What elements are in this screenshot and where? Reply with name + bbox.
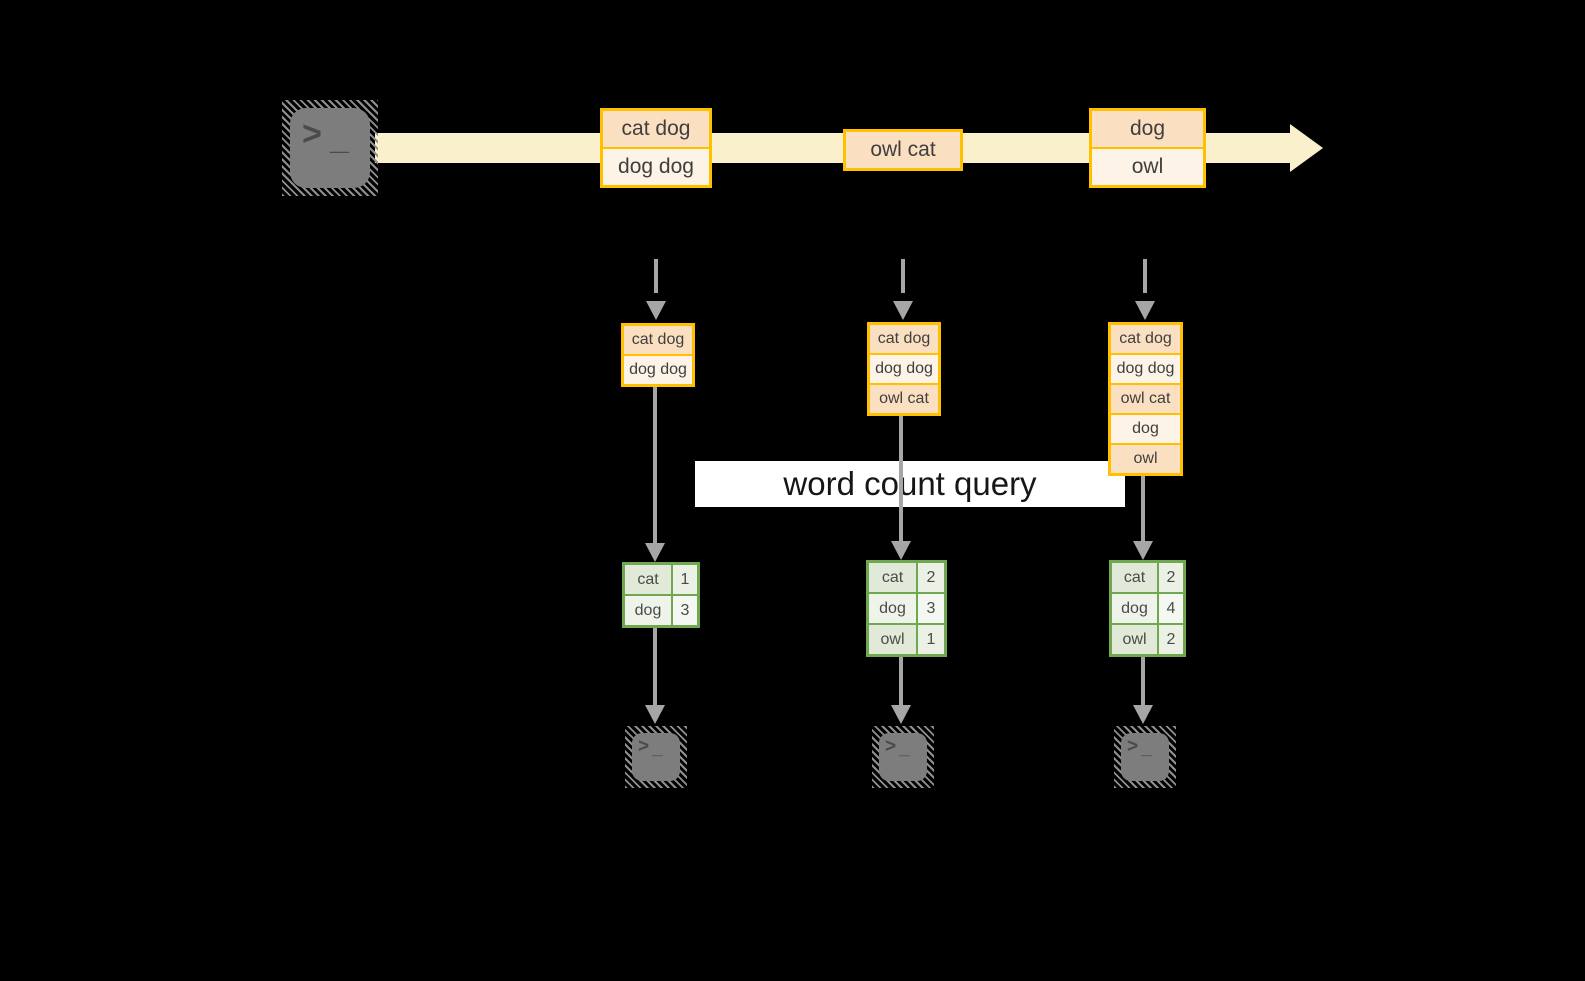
sink-arrowhead-3 xyxy=(1133,705,1153,724)
batch-row: dog xyxy=(1092,111,1203,147)
query-label: word count query xyxy=(695,461,1125,507)
query-arrowhead-1 xyxy=(645,543,665,562)
result-word-cell: dog xyxy=(1112,594,1157,623)
result-count-cell: 3 xyxy=(918,594,944,623)
terminal-output-icon-2: > _ xyxy=(872,726,934,788)
sink-arrow-2 xyxy=(899,657,903,706)
result-count-cell: 1 xyxy=(673,565,697,594)
cursor-glyph: _ xyxy=(1141,738,1152,759)
sink-arrowhead-1 xyxy=(645,705,665,724)
query-arrowhead-2 xyxy=(891,541,911,560)
state-row: cat dog xyxy=(1111,325,1180,353)
microbatch-arrow-2 xyxy=(901,259,905,293)
batch-row: dog dog xyxy=(603,149,709,185)
result-table-1: cat 1 dog 3 xyxy=(622,562,700,628)
prompt-glyph: > xyxy=(638,736,650,757)
state-row: owl xyxy=(1111,445,1180,473)
result-table-2: cat 2 dog 3 owl 1 xyxy=(866,560,947,657)
stream-batch-1: cat dog dog dog xyxy=(600,108,712,188)
stream-arrow-head-icon xyxy=(1290,124,1323,172)
result-count-cell: 3 xyxy=(673,596,697,625)
terminal-screen: > _ xyxy=(879,733,927,781)
batch-row: owl cat xyxy=(846,132,960,168)
prompt-glyph: > xyxy=(885,736,897,757)
microbatch-arrowhead-1 xyxy=(646,301,666,320)
stream-batch-2: owl cat xyxy=(843,129,963,171)
microbatch-arrowhead-3 xyxy=(1135,301,1155,320)
state-row: dog xyxy=(1111,415,1180,443)
result-word-cell: owl xyxy=(869,625,916,654)
query-arrow-3 xyxy=(1141,476,1145,542)
terminal-screen: > _ xyxy=(632,733,680,781)
result-table-3: cat 2 dog 4 owl 2 xyxy=(1109,560,1186,657)
sink-arrow-3 xyxy=(1141,657,1145,706)
result-count-cell: 2 xyxy=(918,563,944,592)
state-box-2: cat dog dog dog owl cat xyxy=(867,322,941,416)
terminal-source-icon: > _ xyxy=(282,100,378,196)
query-arrow-2 xyxy=(899,416,903,542)
state-box-3: cat dog dog dog owl cat dog owl xyxy=(1108,322,1183,476)
sink-arrow-1 xyxy=(653,628,657,706)
result-word-cell: cat xyxy=(869,563,916,592)
stream-batch-3: dog owl xyxy=(1089,108,1206,188)
result-word-cell: cat xyxy=(1112,563,1157,592)
result-word-cell: dog xyxy=(625,596,671,625)
query-arrow-1 xyxy=(653,387,657,544)
sink-arrowhead-2 xyxy=(891,705,911,724)
result-word-cell: owl xyxy=(1112,625,1157,654)
terminal-output-icon-1: > _ xyxy=(625,726,687,788)
microbatch-arrow-3 xyxy=(1143,259,1147,293)
result-count-cell: 4 xyxy=(1159,594,1183,623)
result-word-cell: dog xyxy=(869,594,916,623)
state-row: cat dog xyxy=(624,326,692,354)
state-row: dog dog xyxy=(870,355,938,383)
result-count-cell: 2 xyxy=(1159,625,1183,654)
prompt-glyph: > xyxy=(1127,736,1139,757)
cursor-glyph: _ xyxy=(899,738,910,759)
result-count-cell: 1 xyxy=(918,625,944,654)
state-row: cat dog xyxy=(870,325,938,353)
state-box-1: cat dog dog dog xyxy=(621,323,695,387)
state-row: dog dog xyxy=(1111,355,1180,383)
terminal-output-icon-3: > _ xyxy=(1114,726,1176,788)
terminal-screen: > _ xyxy=(290,108,370,188)
terminal-screen: > _ xyxy=(1121,733,1169,781)
result-count-cell: 2 xyxy=(1159,563,1183,592)
prompt-glyph: > xyxy=(302,115,322,153)
microbatch-arrowhead-2 xyxy=(893,301,913,320)
cursor-glyph: _ xyxy=(330,119,349,157)
result-word-cell: cat xyxy=(625,565,671,594)
batch-row: owl xyxy=(1092,149,1203,185)
state-row: owl cat xyxy=(1111,385,1180,413)
query-arrowhead-3 xyxy=(1133,541,1153,560)
microbatch-arrow-1 xyxy=(654,259,658,293)
batch-row: cat dog xyxy=(603,111,709,147)
state-row: owl cat xyxy=(870,385,938,413)
state-row: dog dog xyxy=(624,356,692,384)
cursor-glyph: _ xyxy=(652,738,663,759)
